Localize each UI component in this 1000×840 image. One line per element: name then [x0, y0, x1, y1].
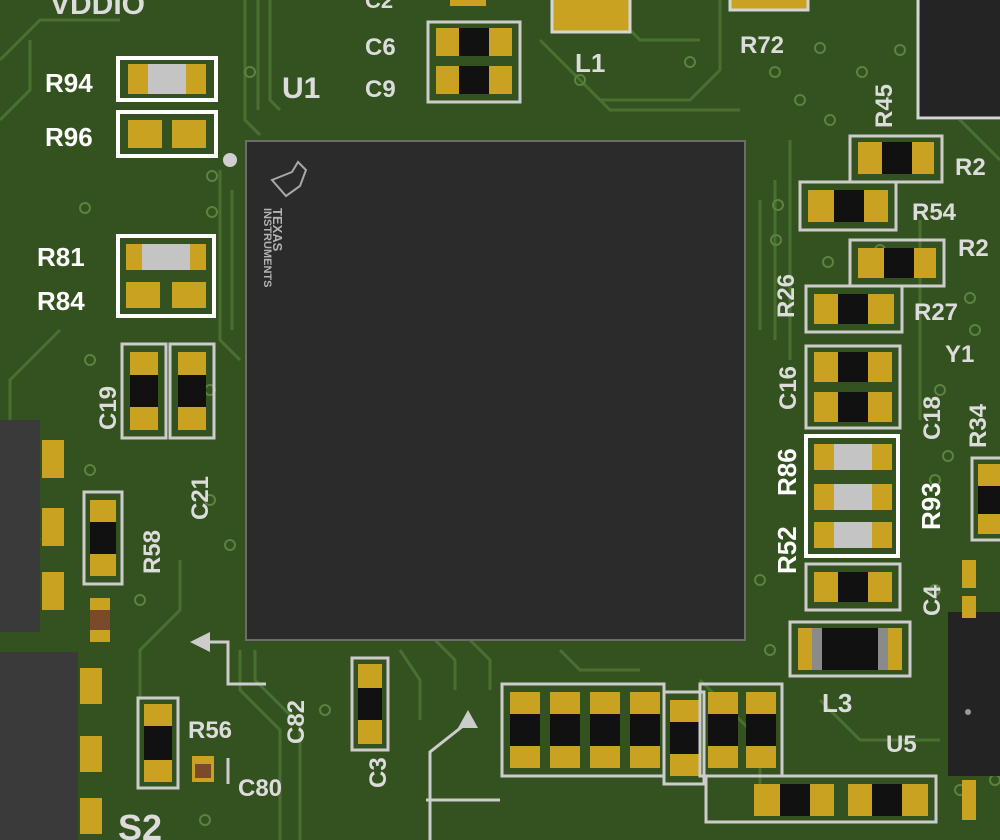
label-c6: C6 — [365, 34, 396, 61]
capacitor-c6-c9 — [426, 20, 522, 104]
label-r54: R54 — [912, 199, 957, 226]
label-r52: R52 — [772, 526, 802, 574]
vias — [14, 42, 1000, 826]
resistor-r27 — [804, 284, 904, 334]
label-c4: C4 — [919, 585, 946, 616]
label-y1: Y1 — [945, 341, 974, 368]
inductor-l3 — [788, 620, 912, 678]
capacitor-c80 — [192, 756, 230, 784]
capacitor-c3 — [350, 656, 390, 752]
label-l3: L3 — [822, 688, 852, 718]
arrow-up-icon — [458, 710, 478, 728]
label-r45: R45 — [871, 84, 898, 128]
label-c16: C16 — [775, 366, 802, 410]
resistor-r56 — [136, 696, 180, 790]
top-edge-parts — [450, 0, 1000, 120]
label-c82: C82 — [283, 700, 310, 744]
label-c3: C3 — [365, 757, 392, 788]
label-c2: C2 — [365, 0, 393, 13]
capacitor-c4 — [804, 562, 902, 612]
label-c9: C9 — [365, 76, 396, 103]
label-r2-second: R2 — [958, 235, 989, 262]
resistor-r54 — [798, 180, 898, 232]
resistor-r86-r93-r52 — [804, 434, 900, 558]
resistor-r94 — [116, 56, 218, 102]
resistor-array-bottom — [500, 682, 784, 786]
label-r56: R56 — [188, 717, 232, 744]
label-r96: R96 — [45, 122, 93, 152]
label-r26: R26 — [773, 274, 800, 318]
resistor-r2-top — [848, 134, 944, 184]
label-r93: R93 — [916, 482, 946, 530]
left-connector — [0, 420, 102, 840]
ti-logo-text-2: INSTRUMENTS — [261, 208, 273, 287]
label-u5: U5 — [886, 731, 917, 758]
label-r94: R94 — [45, 68, 93, 98]
ti-logo-text-1: TEXAS — [270, 208, 285, 252]
ti-logo-icon — [270, 160, 308, 198]
resistor-pair-bottom-right — [704, 774, 938, 824]
resistor-r58 — [82, 490, 124, 642]
label-s2: S2 — [118, 807, 162, 840]
label-c18: C18 — [919, 396, 946, 440]
label-r86: R86 — [772, 448, 802, 496]
label-c19: C19 — [95, 386, 122, 430]
resistor-r34 — [970, 456, 1000, 542]
label-r34: R34 — [965, 403, 992, 448]
label-r2-top: R2 — [955, 154, 986, 181]
resistor-r81-r84 — [116, 234, 216, 318]
ic-u1: TEXAS INSTRUMENTS — [223, 140, 746, 641]
label-vddio: VDDIO — [50, 0, 145, 21]
label-r84: R84 — [37, 286, 85, 316]
label-r27: R27 — [914, 299, 958, 326]
label-l1: L1 — [575, 48, 605, 78]
label-r81: R81 — [37, 242, 85, 272]
capacitor-c19-c21 — [120, 342, 216, 440]
label-r58: R58 — [139, 530, 166, 574]
resistor-r96 — [116, 110, 218, 158]
ic-u5 — [948, 560, 1000, 820]
capacitor-c16-c18 — [804, 344, 902, 430]
label-c80: C80 — [238, 775, 282, 802]
label-c21: C21 — [187, 476, 214, 520]
label-u1: U1 — [282, 72, 320, 105]
resistor-r2-second — [848, 238, 946, 288]
label-r72: R72 — [740, 32, 784, 59]
